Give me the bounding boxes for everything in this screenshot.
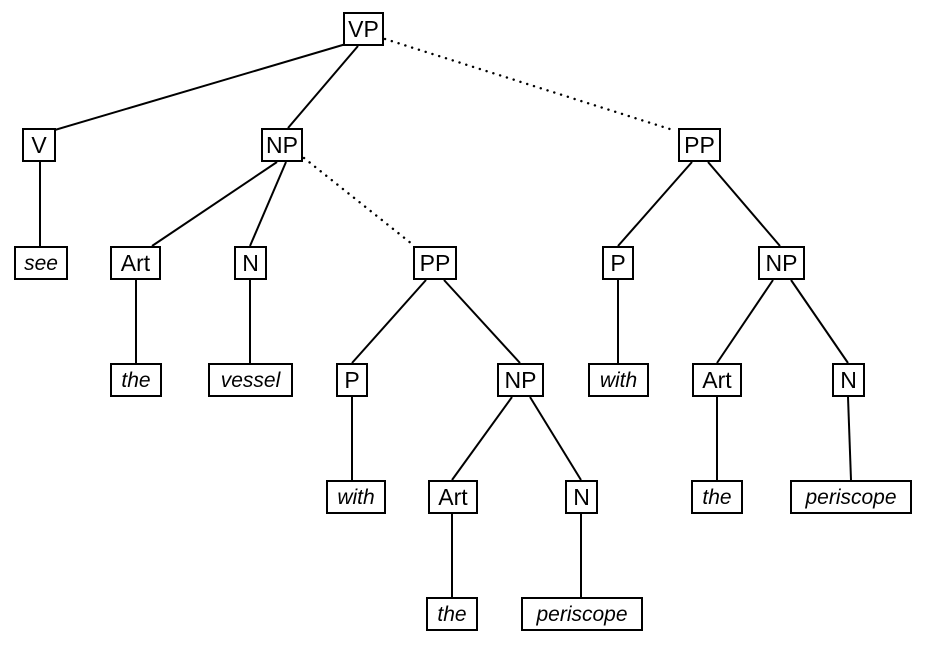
tree-node-art_right: Art (692, 363, 742, 397)
tree-edge-np1-to-pp_mid (302, 156, 414, 246)
tree-leaf-see: see (14, 246, 68, 280)
tree-node-np_right: NP (758, 246, 805, 280)
tree-leaf-with_m: with (326, 480, 386, 514)
tree-node-p_right: P (602, 246, 634, 280)
tree-node-art_mid: Art (428, 480, 478, 514)
tree-leaf-peri_m: periscope (521, 597, 643, 631)
tree-leaf-the_m: the (426, 597, 478, 631)
tree-leaf-the1: the (110, 363, 162, 397)
tree-node-n_mid: N (565, 480, 598, 514)
tree-edge-vp-to-v (47, 43, 347, 133)
tree-node-n_right: N (832, 363, 865, 397)
tree-node-pp_right: PP (678, 128, 721, 162)
tree-edge-np_mid-to-n_mid (529, 396, 582, 481)
tree-edge-np_right-to-n_right (790, 279, 849, 364)
tree-leaf-the_r: the (691, 480, 743, 514)
tree-node-p_mid: P (336, 363, 368, 397)
tree-node-np1: NP (261, 128, 303, 162)
tree-node-art1: Art (110, 246, 161, 280)
tree-leaf-with_r: with (588, 363, 649, 397)
tree-edge-np1-to-n1 (249, 161, 287, 247)
tree-edge-pp_right-to-np_right (707, 161, 781, 247)
tree-edge-np_right-to-art_right (716, 279, 774, 364)
tree-edge-np_mid-to-art_mid (451, 396, 513, 481)
tree-node-v: V (22, 128, 56, 162)
tree-node-pp_mid: PP (413, 246, 457, 280)
tree-edge-vp-to-pp_right (383, 37, 678, 133)
tree-edge-n_right-to-peri_r (847, 396, 852, 481)
tree-edge-vp-to-np1 (287, 45, 359, 129)
tree-edge-pp_mid-to-p_mid (351, 279, 427, 364)
tree-node-np_mid: NP (497, 363, 544, 397)
tree-leaf-vessel: vessel (208, 363, 293, 397)
tree-edge-pp_mid-to-np_mid (443, 279, 521, 364)
tree-edge-pp_right-to-p_right (617, 161, 693, 247)
tree-node-vp: VP (343, 12, 384, 46)
tree-node-n1: N (234, 246, 267, 280)
tree-leaf-peri_r: periscope (790, 480, 912, 514)
tree-edge-np1-to-art1 (151, 161, 278, 247)
